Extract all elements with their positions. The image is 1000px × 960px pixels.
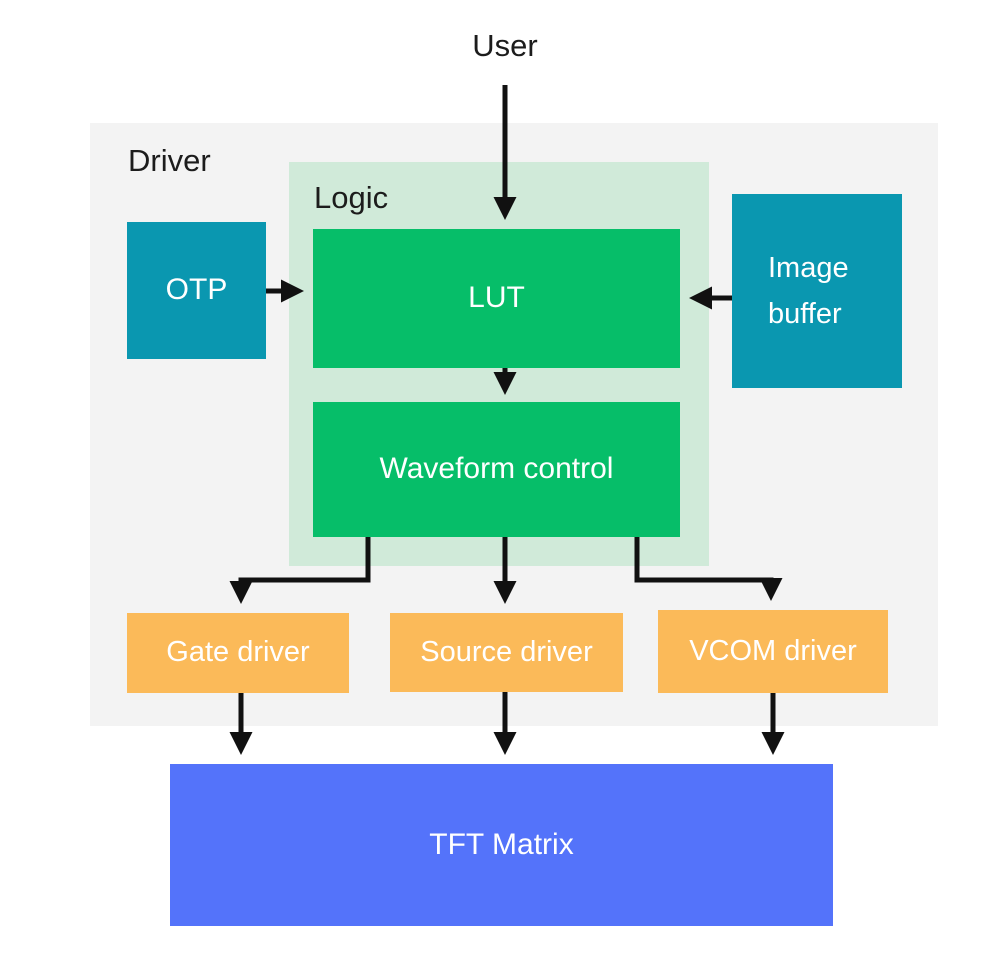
lut-node: LUT (313, 229, 680, 368)
vcom-driver-node: VCOM driver (658, 610, 888, 693)
otp-node-label: OTP (165, 273, 228, 307)
waveform-control-node: Waveform control (313, 402, 680, 537)
waveform-control-node-label: Waveform control (379, 452, 614, 486)
tft-matrix-node: TFT Matrix (170, 764, 833, 926)
image-buffer-node-label: Image buffer (768, 251, 849, 330)
otp-node: OTP (127, 222, 266, 359)
driver-region-label: Driver (128, 143, 211, 178)
gate-driver-node: Gate driver (127, 613, 349, 693)
gate-driver-node-label: Gate driver (166, 636, 310, 669)
image-buffer-node: Image buffer (732, 194, 902, 388)
tft-matrix-node-label: TFT Matrix (429, 827, 574, 861)
lut-node-label: LUT (468, 281, 525, 315)
logic-region-label: Logic (314, 180, 389, 215)
source-driver-node-label: Source driver (420, 635, 593, 668)
vcom-driver-node-label: VCOM driver (689, 634, 857, 667)
source-driver-node: Source driver (390, 613, 623, 692)
user-label: User (472, 28, 538, 63)
